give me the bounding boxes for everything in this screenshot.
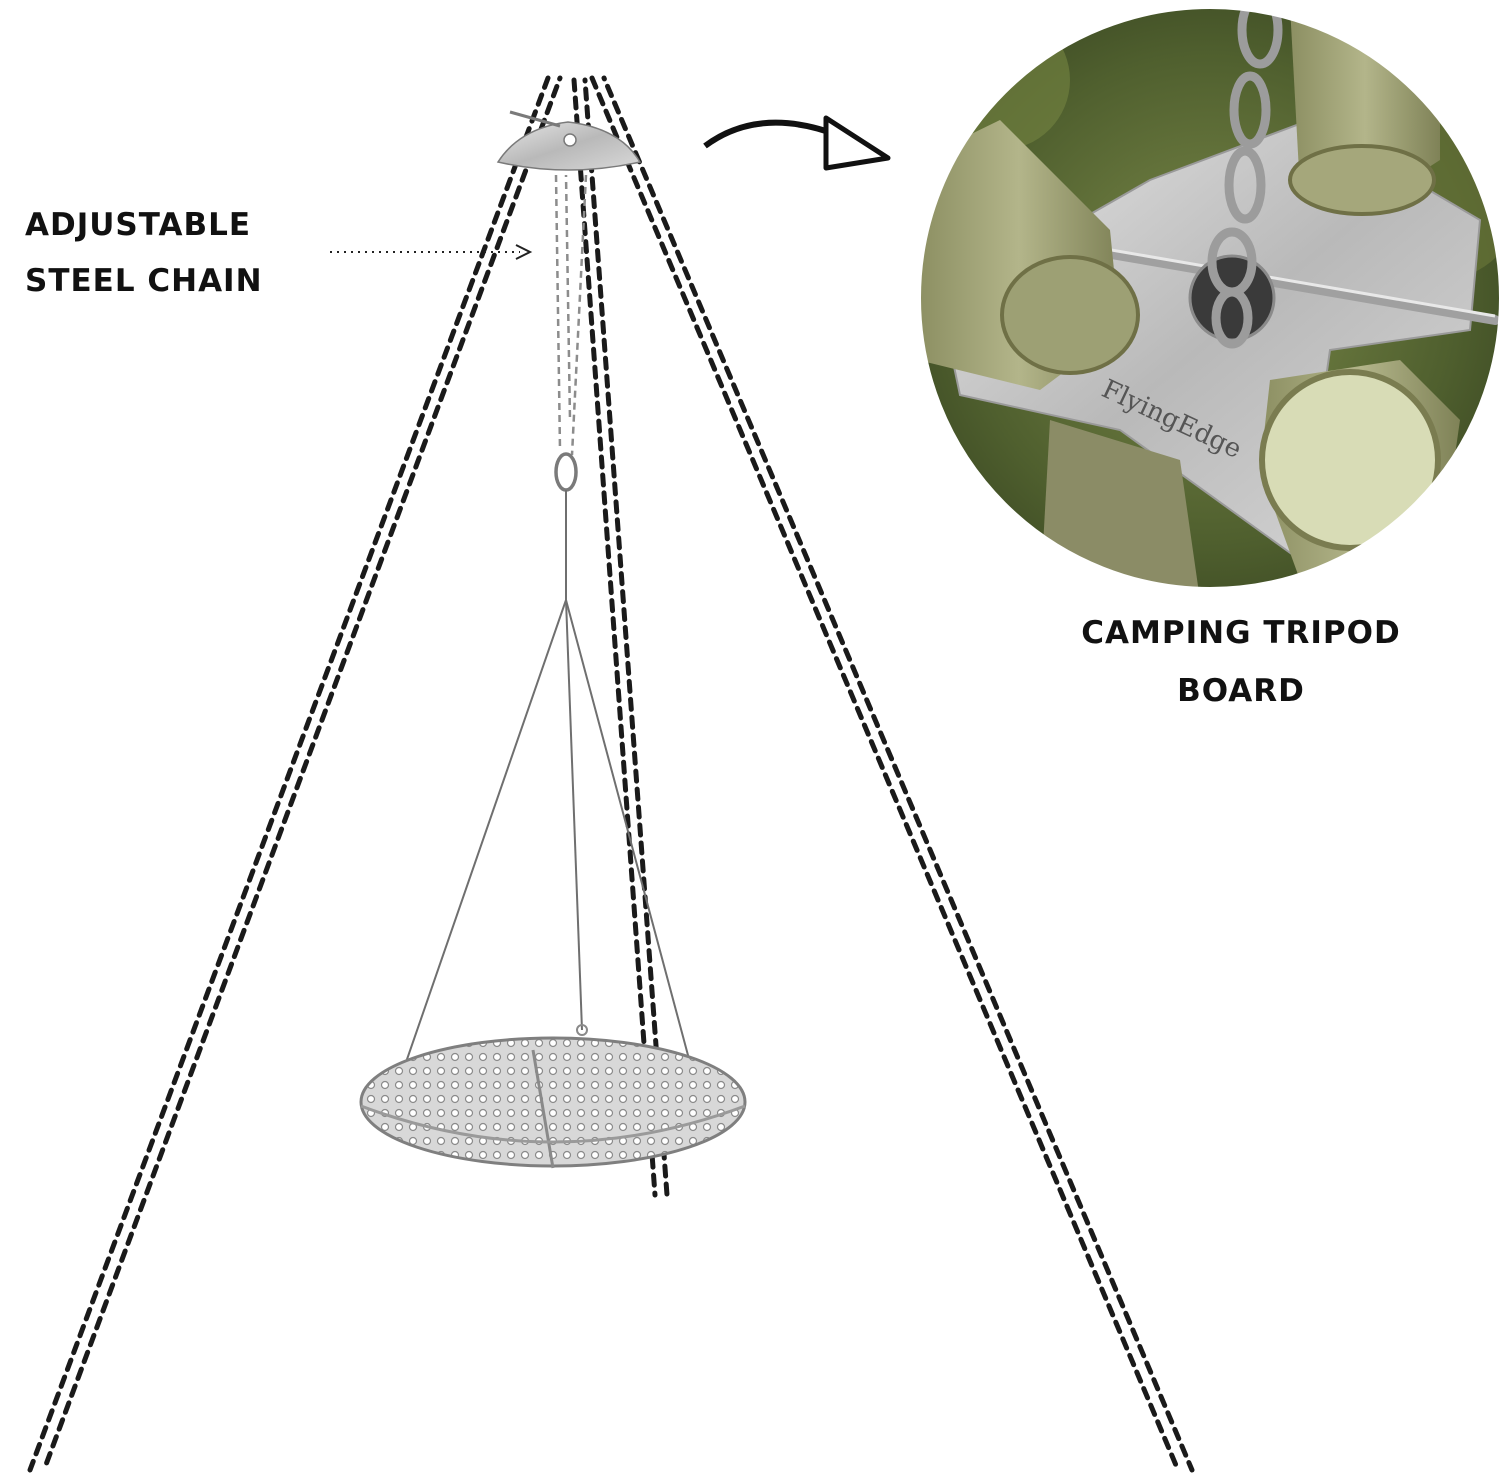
tripod-board-small xyxy=(496,110,642,171)
rope-left xyxy=(27,75,563,1473)
tripod-ropes xyxy=(27,75,1195,1473)
board-label-line2: BOARD xyxy=(1177,673,1305,709)
board-label-line1: CAMPING TRIPOD xyxy=(1081,615,1401,651)
steel-chain xyxy=(554,174,588,456)
wooden-pole-left xyxy=(920,120,1140,390)
rope-back xyxy=(571,77,670,1198)
curved-arrow-icon xyxy=(703,115,891,171)
grill-grate xyxy=(359,1036,747,1169)
board-closeup-inset: FlyingEdge xyxy=(919,7,1500,589)
chain-label-line2: STEEL CHAIN xyxy=(25,263,263,299)
rope-right xyxy=(589,75,1195,1473)
hanging-wires xyxy=(403,490,701,1101)
chain-pointer xyxy=(330,244,533,260)
wooden-pole-top xyxy=(1288,8,1440,216)
chain-label-line1: ADJUSTABLE xyxy=(25,207,252,243)
carabiner-hook xyxy=(554,452,578,492)
